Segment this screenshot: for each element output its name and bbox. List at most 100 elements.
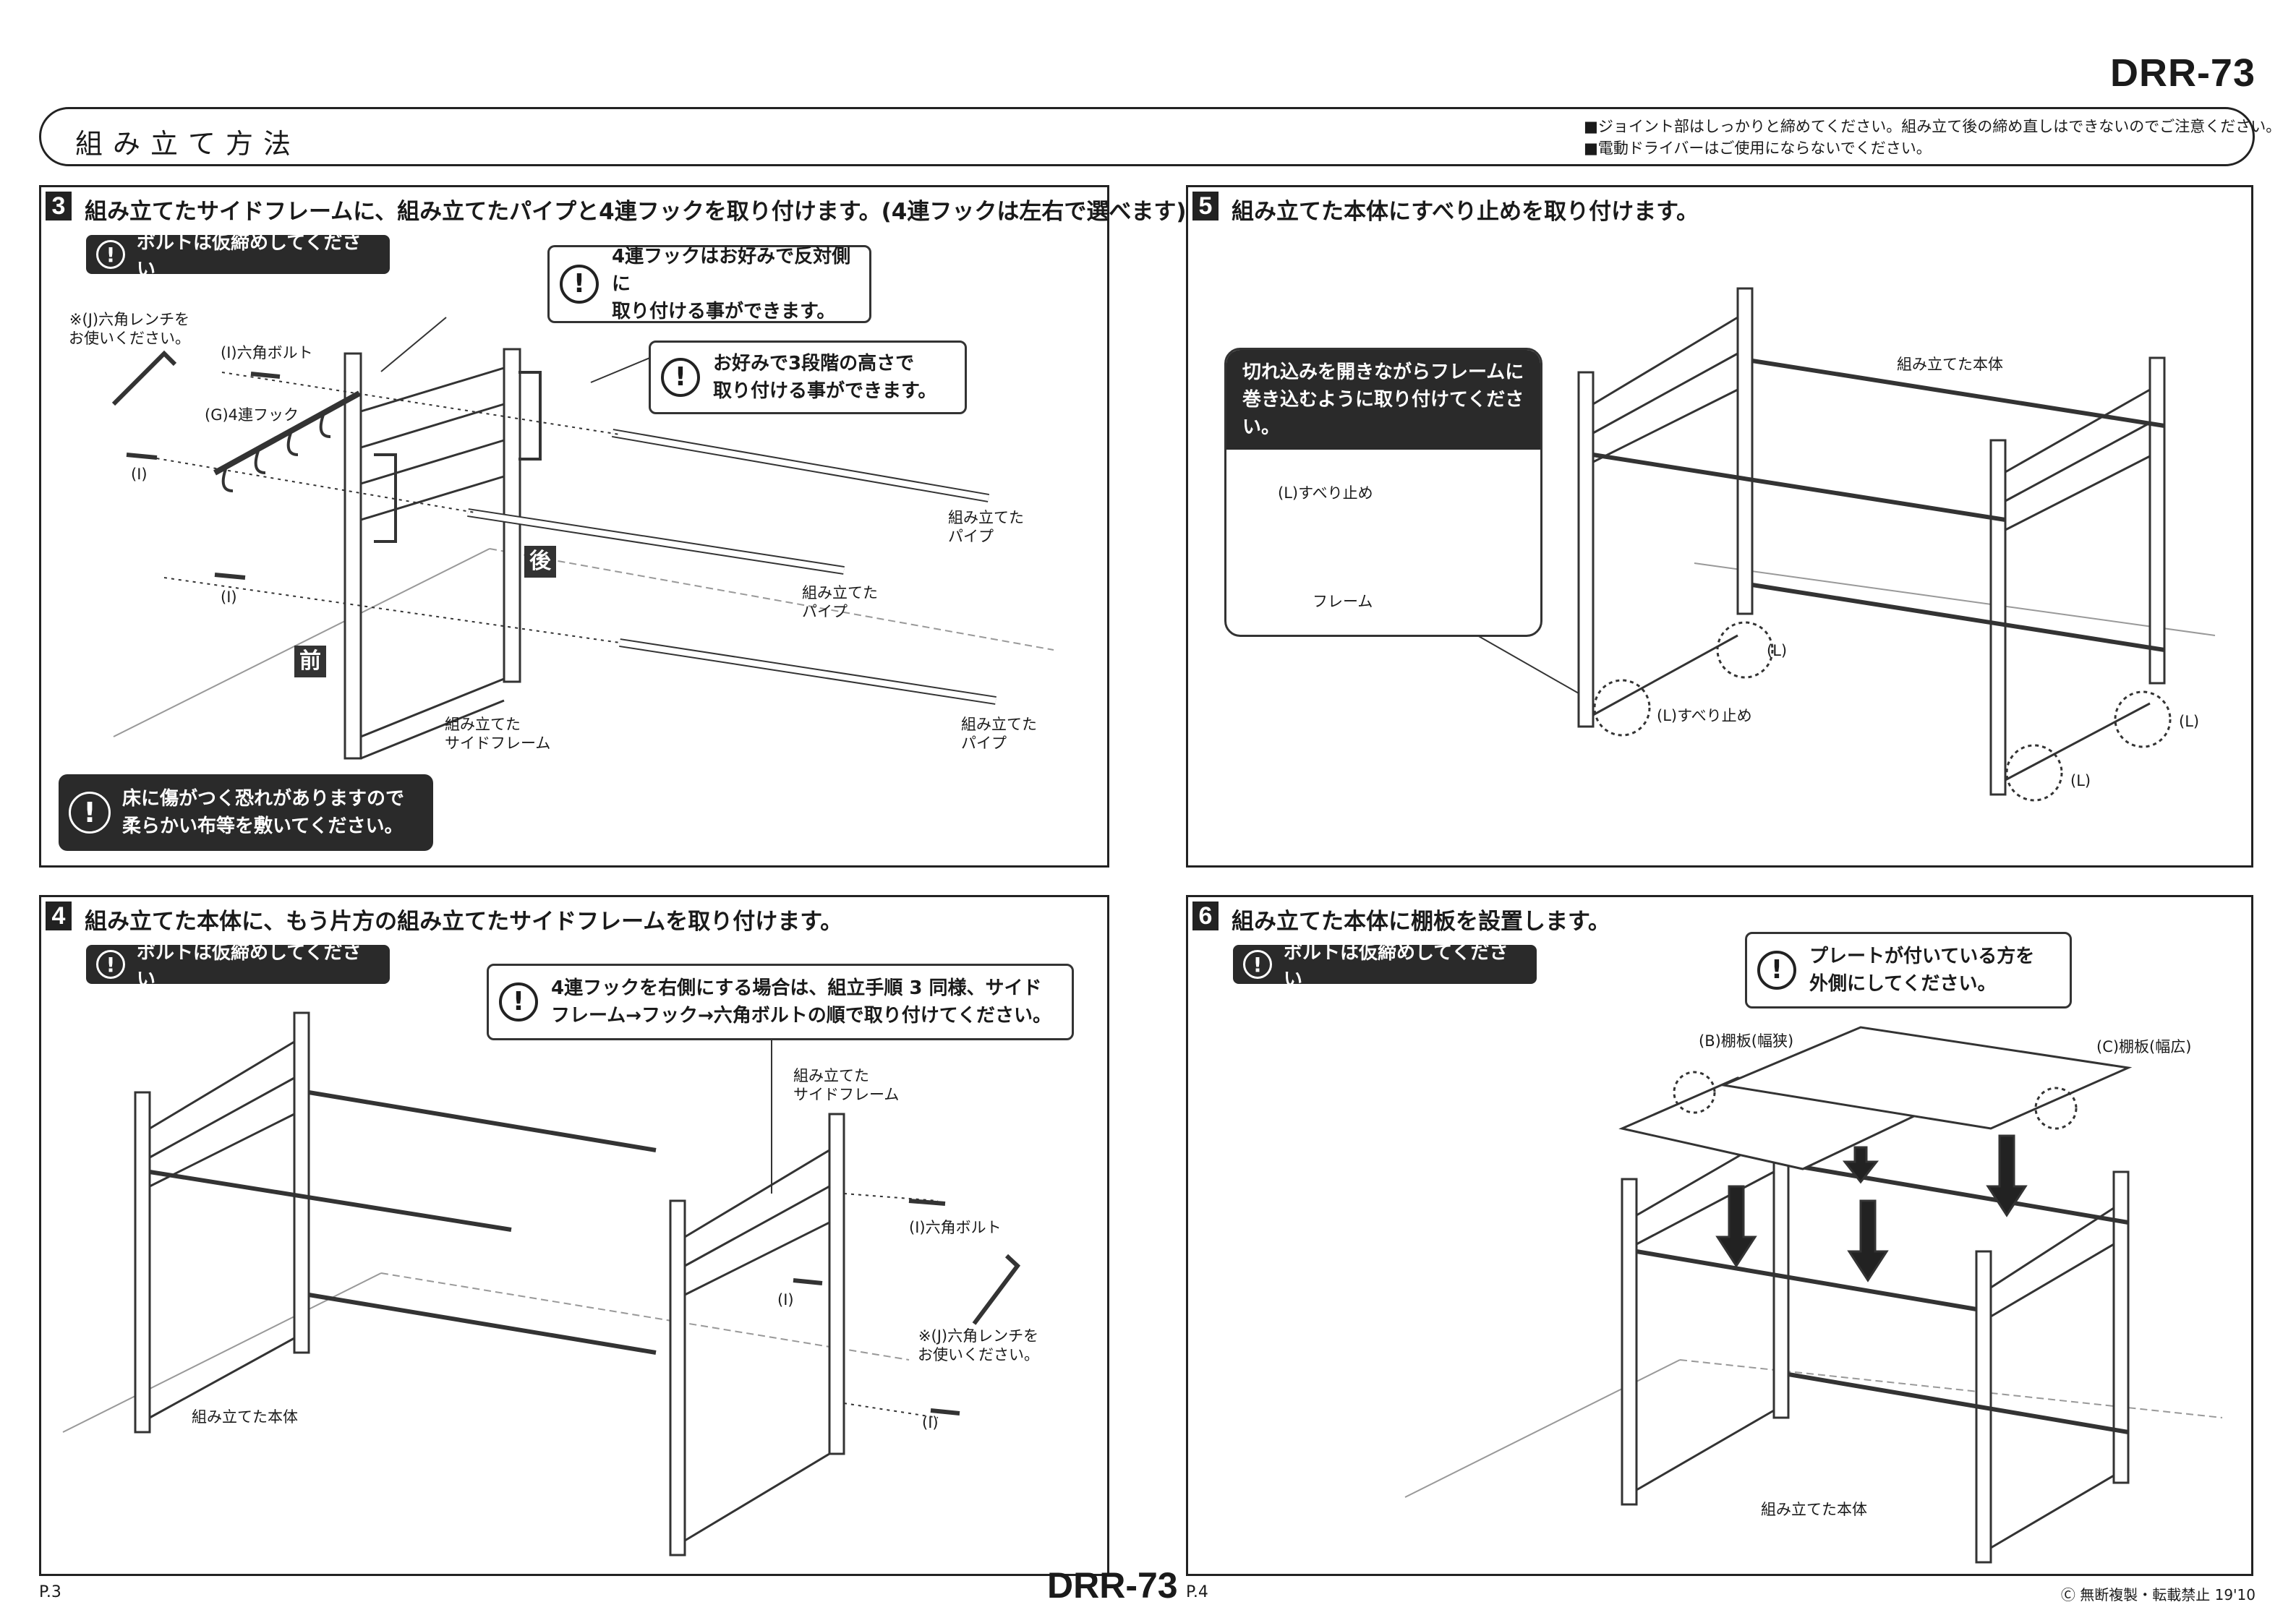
bolt-label: (I)六角ボルト — [909, 1219, 1002, 1236]
step-number: 4 — [46, 902, 72, 930]
hook-label: (G)4連フック — [205, 406, 299, 424]
wrench-label: ※(J)六角レンチをお使いください。 — [69, 310, 190, 348]
body-label: 組み立てた本体 — [1897, 356, 2003, 373]
step-3-illustration — [111, 317, 1054, 760]
tip-heading: 切れ込みを開きながらフレームに巻き込むように取り付けてください。 — [1226, 350, 1540, 450]
step-4-panel: 4 組み立てた本体に、もう片方の組み立てたサイドフレームを取り付けます。 — [39, 895, 1109, 1576]
bolt-i-label: (I) — [131, 466, 148, 483]
page-title: 組み立て方法 — [75, 128, 302, 160]
note-line: お好みで3段階の高さで — [713, 353, 915, 374]
warning-text: ボルトは仮締めしてください — [137, 232, 362, 281]
bolt-i-label: (I) — [221, 588, 237, 606]
step-number: 6 — [1192, 902, 1219, 930]
exclamation-icon: ! — [1757, 951, 1796, 990]
note-text: プレートが付いている方を外側にしてください。 — [1809, 943, 2034, 998]
frame-label: フレーム — [1313, 593, 1373, 610]
step-title: 組み立てた本体に、もう片方の組み立てたサイドフレームを取り付けます。 — [85, 909, 843, 935]
bolt-label: (I)六角ボルト — [221, 344, 313, 361]
label-line: 組み立てた — [948, 509, 1024, 526]
step-number: 5 — [1192, 192, 1219, 220]
hook-note: ! 4連フックはお好みで反対側に取り付ける事ができます。 — [547, 245, 871, 323]
note-line: 取り付ける事ができます。 — [612, 301, 836, 322]
back-tag: 後 — [524, 546, 556, 578]
exclamation-icon: ! — [96, 240, 125, 269]
bolt-i-label: (I) — [922, 1414, 939, 1431]
note-text: お好みで3段階の高さで取り付ける事ができます。 — [713, 350, 936, 405]
plate-note: ! プレートが付いている方を外側にしてください。 — [1745, 932, 2072, 1009]
side-frame-label: 組み立てたサイドフレーム — [445, 715, 550, 753]
note-line: プレートが付いている方を — [1809, 946, 2035, 967]
note-text: 4連フックはお好みで反対側に取り付ける事ができます。 — [612, 243, 856, 325]
page-number-right: P.4 — [1186, 1583, 1208, 1601]
exclamation-icon: ! — [560, 265, 599, 304]
label-line: パイプ — [948, 528, 994, 545]
model-number-footer: DRR-73 — [1047, 1565, 1178, 1606]
bolt-warning: ! ボルトは仮締めしてください — [1233, 942, 1537, 990]
step-title: 組み立てた本体に棚板を設置します。 — [1232, 909, 1610, 935]
label-line: 組み立てた — [793, 1067, 869, 1084]
wrench-label: ※(J)六角レンチをお使いください。 — [918, 1327, 1039, 1364]
header-note: ■電動ドライバーはご使用にならないでください。 — [1584, 140, 1932, 157]
header-notes: ■ジョイント部はしっかりと締めてください。組み立て後の締め直しはできないのでご注… — [1584, 116, 2281, 159]
l-label: (L) — [2179, 713, 2200, 730]
pipe-label: 組み立てたパイプ — [961, 715, 1037, 753]
warning-text: ボルトは仮締めしてください — [1284, 942, 1508, 990]
l-label: (L) — [1767, 642, 1788, 659]
exclamation-icon: ! — [1243, 950, 1272, 979]
step-3-panel: 3 組み立てたサイドフレームに、組み立てたパイプと4連フックを取り付けます。(4… — [39, 185, 1187, 868]
warning-line: 柔らかい布等を敷いてください。 — [122, 815, 404, 837]
tip-line: 切れ込みを開きながらフレームに — [1242, 361, 1524, 383]
exclamation-icon: ! — [69, 792, 111, 834]
height-note: ! お好みで3段階の高さで取り付ける事ができます。 — [649, 341, 967, 414]
exclamation-icon: ! — [96, 950, 125, 979]
label-line: パイプ — [802, 603, 848, 620]
shelf-c-label: (C)棚板(幅広) — [2096, 1038, 2192, 1055]
body-label: 組み立てた本体 — [192, 1408, 298, 1426]
pipe-label: 組み立てたパイプ — [948, 508, 1024, 546]
copyright: Ⓒ 無断複製・転載禁止 19'10 — [2060, 1586, 2256, 1603]
tip-box: 切れ込みを開きながらフレームに巻き込むように取り付けてください。 — [1224, 348, 1542, 637]
label-line: お使いください。 — [69, 330, 190, 347]
label-line: サイドフレーム — [445, 735, 551, 752]
shelf-b-label: (B)棚板(幅狭) — [1699, 1032, 1794, 1050]
step-title: 組み立てた本体にすべり止めを取り付けます。 — [1232, 199, 1699, 225]
hook-side-note: ! 4連フックを右側にする場合は、組立手順 3 同様、サイドフレーム→フック→六… — [487, 964, 1074, 1040]
page-number-left: P.3 — [39, 1583, 61, 1601]
label-line: 組み立てた — [961, 716, 1037, 733]
front-tag: 前 — [294, 646, 326, 677]
label-line: ※(J)六角レンチを — [918, 1327, 1039, 1345]
bolt-warning: ! ボルトは仮締めしてください — [86, 942, 390, 990]
warning-text: 床に傷がつく恐れがありますので柔らかい布等を敷いてください。 — [122, 785, 404, 840]
exclamation-icon: ! — [499, 982, 538, 1022]
label-line: お使いください。 — [918, 1346, 1039, 1363]
body-label: 組み立てた本体 — [1761, 1501, 1867, 1518]
side-frame-label: 組み立てたサイドフレーム — [793, 1066, 899, 1104]
stopper-label: (L)すべり止め — [1657, 707, 1752, 724]
bolt-i-label: (I) — [777, 1291, 794, 1309]
exclamation-icon: ! — [661, 358, 700, 397]
step-6-panel: 6 組み立てた本体に棚板を設置します。 — [1186, 895, 2253, 1576]
pipe-label: 組み立てたパイプ — [802, 583, 878, 621]
note-text: 4連フックを右側にする場合は、組立手順 3 同様、サイドフレーム→フック→六角ボ… — [551, 975, 1051, 1029]
note-line: 4連フックを右側にする場合は、組立手順 3 同様、サイド — [551, 977, 1042, 999]
header-note: ■ジョイント部はしっかりと締めてください。組み立て後の締め直しはできないのでご注… — [1584, 118, 2282, 135]
label-line: サイドフレーム — [793, 1086, 900, 1103]
step-4-illustration — [62, 1011, 1021, 1556]
tip-line: 巻き込むように取り付けてください。 — [1242, 389, 1524, 438]
note-line: 外側にしてください。 — [1809, 973, 1997, 995]
step-number: 3 — [46, 192, 72, 220]
note-line: 取り付ける事ができます。 — [713, 380, 937, 402]
step-5-panel: 5 組み立てた本体にすべり止めを取り付けます。 — [1186, 185, 2253, 868]
step-title: 組み立てたサイドフレームに、組み立てたパイプと4連フックを取り付けます。(4連フ… — [85, 199, 1187, 225]
l-label: (L) — [2070, 772, 2091, 789]
floor-warning: ! 床に傷がつく恐れがありますので柔らかい布等を敷いてください。 — [59, 774, 433, 851]
step-6-illustration — [1404, 1026, 2223, 1564]
warning-line: 床に傷がつく恐れがありますので — [122, 788, 405, 810]
label-line: 組み立てた — [802, 584, 878, 601]
header-bar — [39, 107, 2255, 166]
bolt-warning: ! ボルトは仮締めしてください — [86, 232, 390, 281]
stopper-label: (L)すべり止め — [1278, 484, 1373, 502]
label-line: ※(J)六角レンチを — [69, 311, 190, 328]
label-line: パイプ — [961, 735, 1007, 752]
label-line: 組み立てた — [445, 716, 521, 733]
